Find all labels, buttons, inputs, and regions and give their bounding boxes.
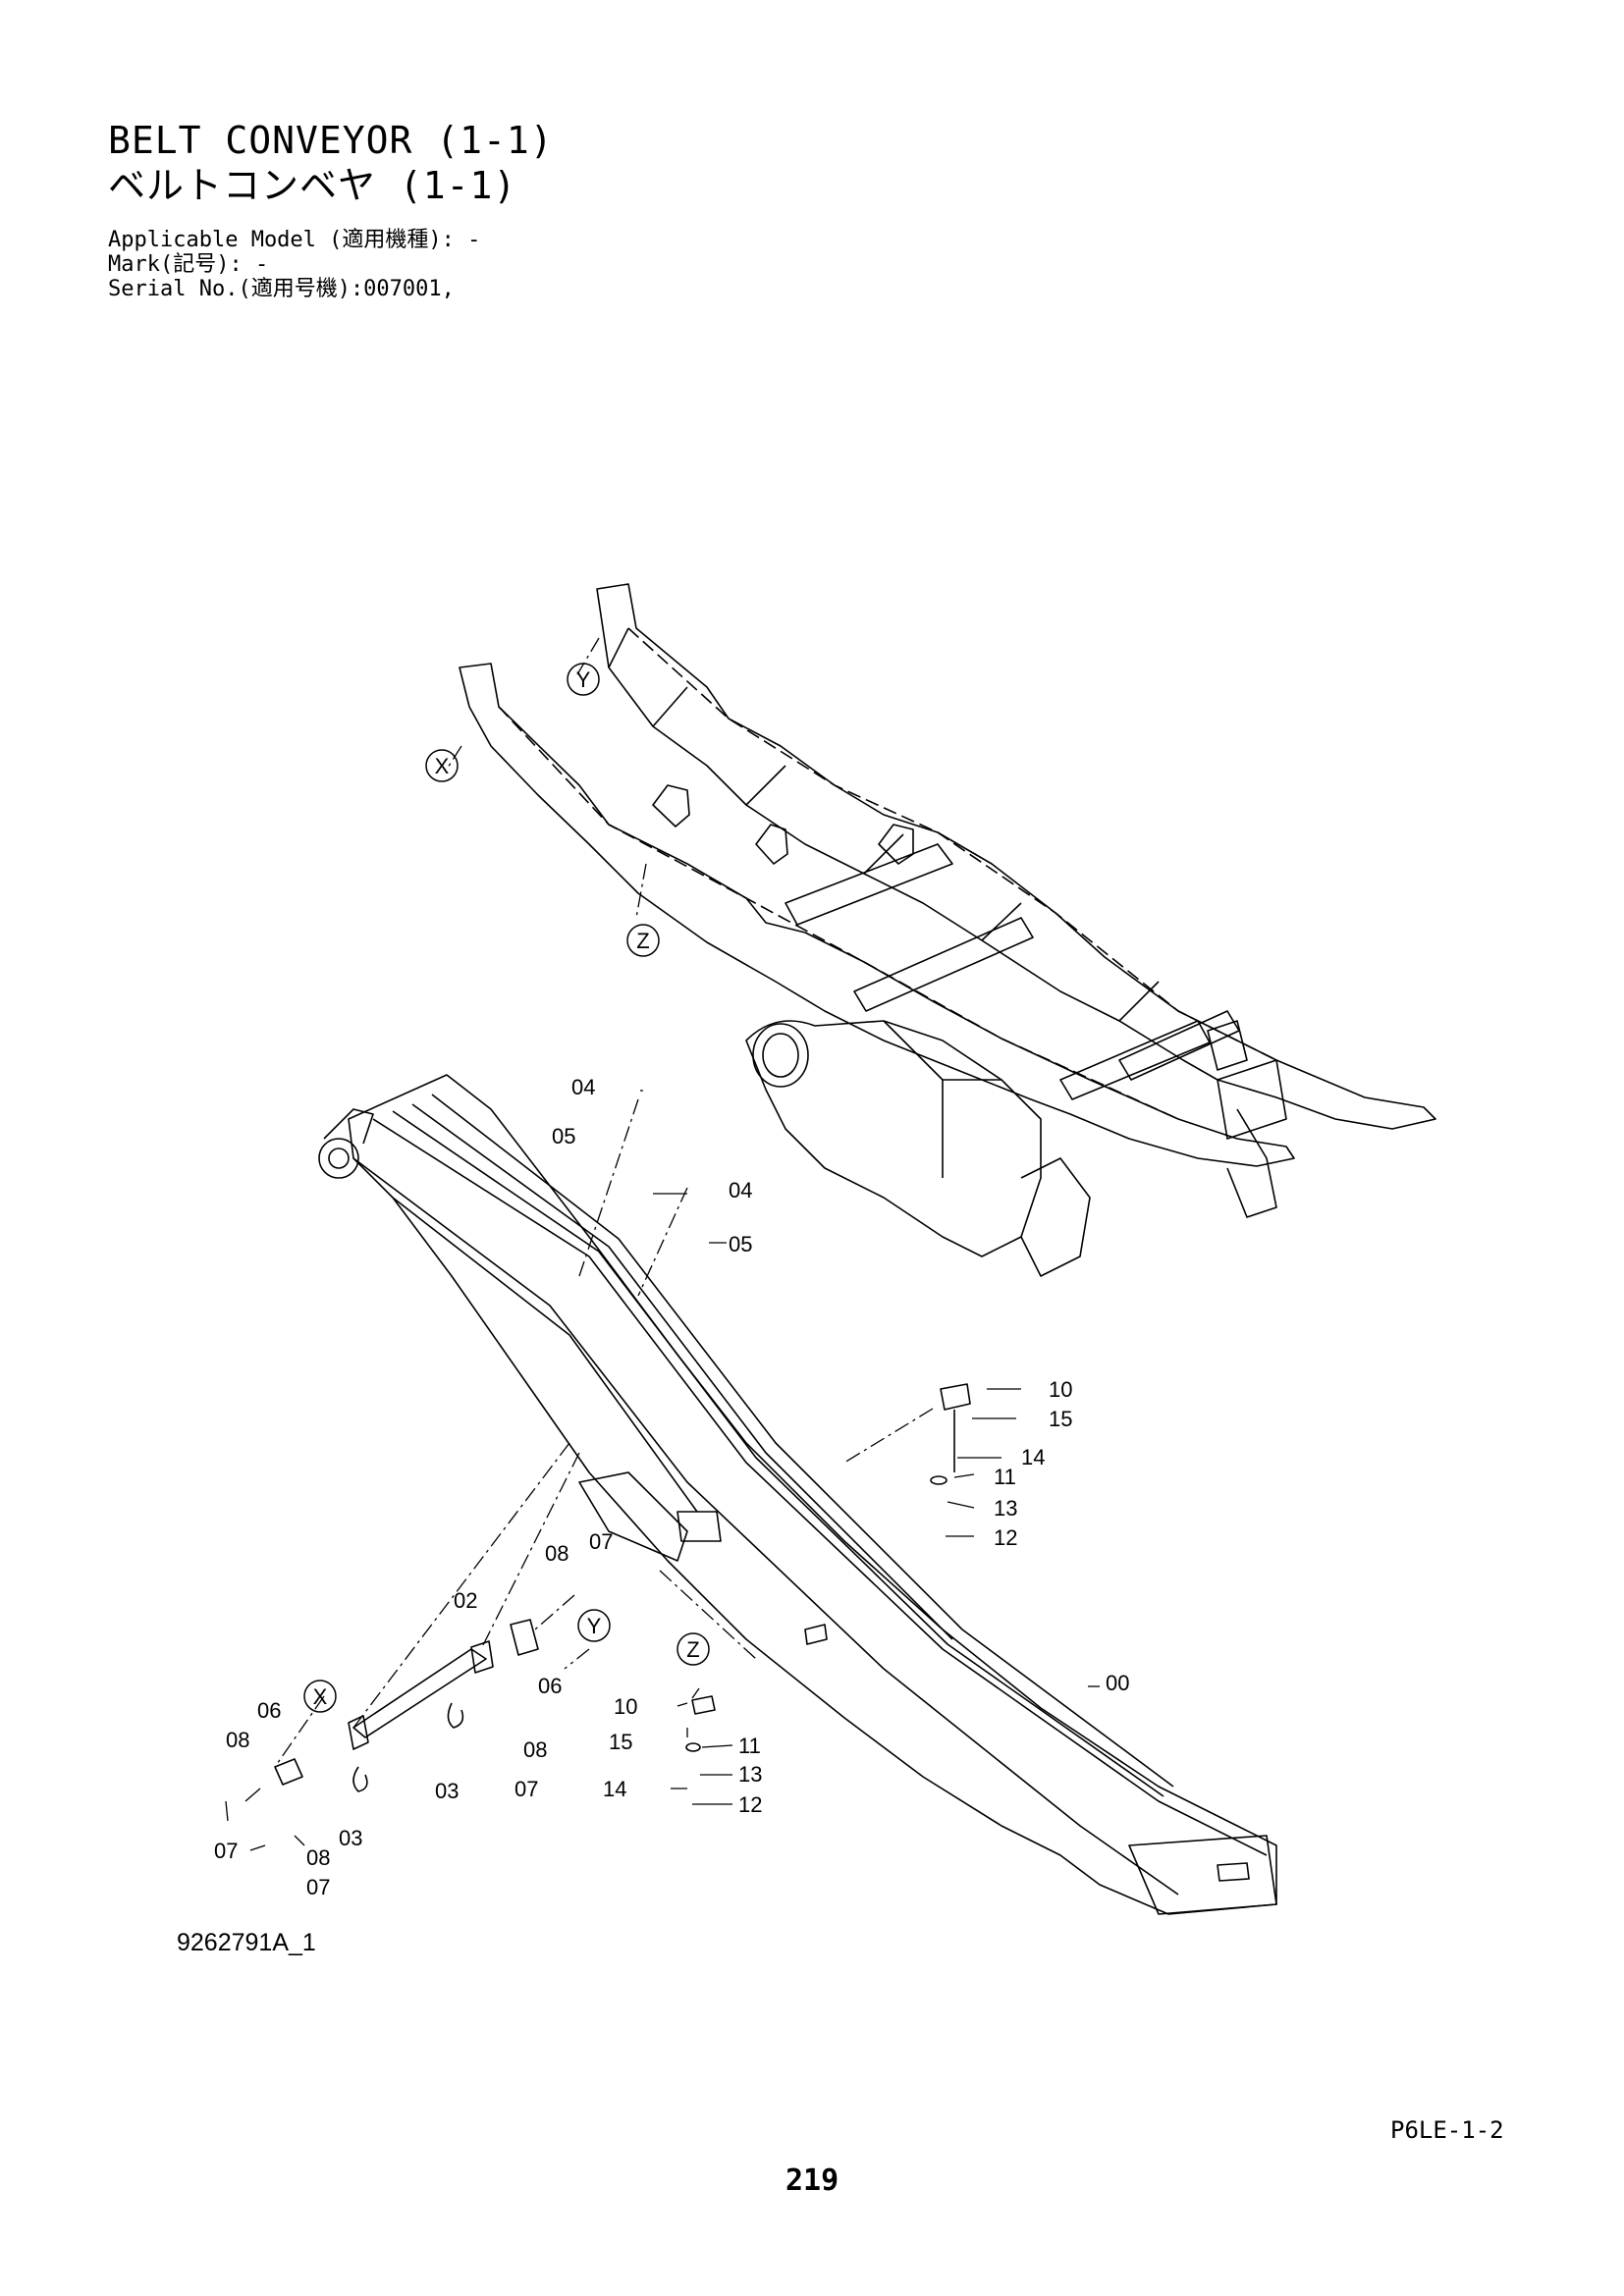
callout-04-lower: 04 — [729, 1178, 752, 1202]
title-english: BELT CONVEYOR (1-1) — [108, 119, 554, 162]
view-marker-circle-x-top — [425, 749, 459, 782]
callout-08-bottom: 08 — [306, 1845, 330, 1870]
view-marker-y-top: Y — [576, 667, 591, 692]
drawing-number: 9262791A_1 — [177, 1929, 316, 1956]
document-code: P6LE-1-2 — [1390, 2116, 1504, 2144]
callout-04-upper: 04 — [571, 1075, 595, 1099]
callout-11-lower: 11 — [738, 1734, 761, 1758]
title-block: BELT CONVEYOR (1-1) ベルトコンベヤ (1-1) — [108, 118, 554, 208]
callout-03-right: 03 — [435, 1779, 459, 1803]
callout-11-upper: 11 — [994, 1465, 1016, 1489]
callout-08-left: 08 — [226, 1728, 249, 1752]
callout-05-upper: 05 — [552, 1124, 575, 1148]
detail-parts — [274, 1383, 971, 1792]
callout-03-left: 03 — [339, 1826, 362, 1850]
callout-00: 00 — [1106, 1671, 1129, 1695]
page-number: 219 — [785, 2163, 839, 2198]
callout-13-upper: 13 — [994, 1496, 1017, 1521]
callout-15-lower: 15 — [609, 1730, 632, 1754]
callout-07-top: 07 — [589, 1529, 613, 1554]
view-marker-circle-y-low — [577, 1609, 611, 1642]
view-marker-circle-y-top — [567, 663, 600, 696]
chassis-frame — [459, 583, 1436, 1277]
callout-02: 02 — [454, 1588, 477, 1613]
callout-15-upper: 15 — [1049, 1407, 1072, 1431]
view-marker-circle-z-low — [677, 1632, 710, 1666]
callout-05-lower: 05 — [729, 1232, 752, 1256]
view-marker-z-top: Z — [636, 929, 649, 953]
view-marker-circle-x-low — [303, 1680, 337, 1713]
leader-lines — [274, 637, 934, 1768]
view-marker-circle-z-top — [626, 924, 660, 957]
callout-07-bottom: 07 — [306, 1875, 330, 1899]
callout-08-mid: 08 — [523, 1737, 547, 1762]
view-marker-y-low: Y — [587, 1614, 602, 1638]
applicable-model: Applicable Model (適用機種): - — [108, 228, 481, 252]
serial-number: Serial No.(適用号機):007001, — [108, 277, 455, 301]
belt-conveyor — [318, 1074, 1277, 1915]
metadata-block: Applicable Model (適用機種): - Mark(記号): - S… — [108, 228, 480, 301]
callout-13-lower: 13 — [738, 1762, 762, 1787]
callout-ticks — [225, 1090, 1100, 1851]
callout-06-right: 06 — [538, 1674, 562, 1698]
mark: Mark(記号): - — [108, 252, 269, 277]
view-marker-x-low: X — [313, 1684, 328, 1709]
callout-14-upper: 14 — [1021, 1445, 1045, 1469]
callout-10-lower: 10 — [614, 1694, 637, 1719]
title-japanese: ベルトコンベヤ (1-1) — [108, 164, 517, 207]
view-marker-z-low: Z — [686, 1637, 699, 1662]
callout-10-upper: 10 — [1049, 1377, 1072, 1402]
callout-14-lower: 14 — [603, 1777, 626, 1801]
callout-12-upper: 12 — [994, 1525, 1017, 1550]
view-marker-x-top: X — [435, 754, 450, 778]
callout-07-mid: 07 — [514, 1777, 538, 1801]
callout-12-lower: 12 — [738, 1792, 762, 1817]
callout-06-left: 06 — [257, 1698, 281, 1723]
callout-08-top: 08 — [545, 1541, 568, 1566]
callout-07-left: 07 — [214, 1839, 238, 1863]
